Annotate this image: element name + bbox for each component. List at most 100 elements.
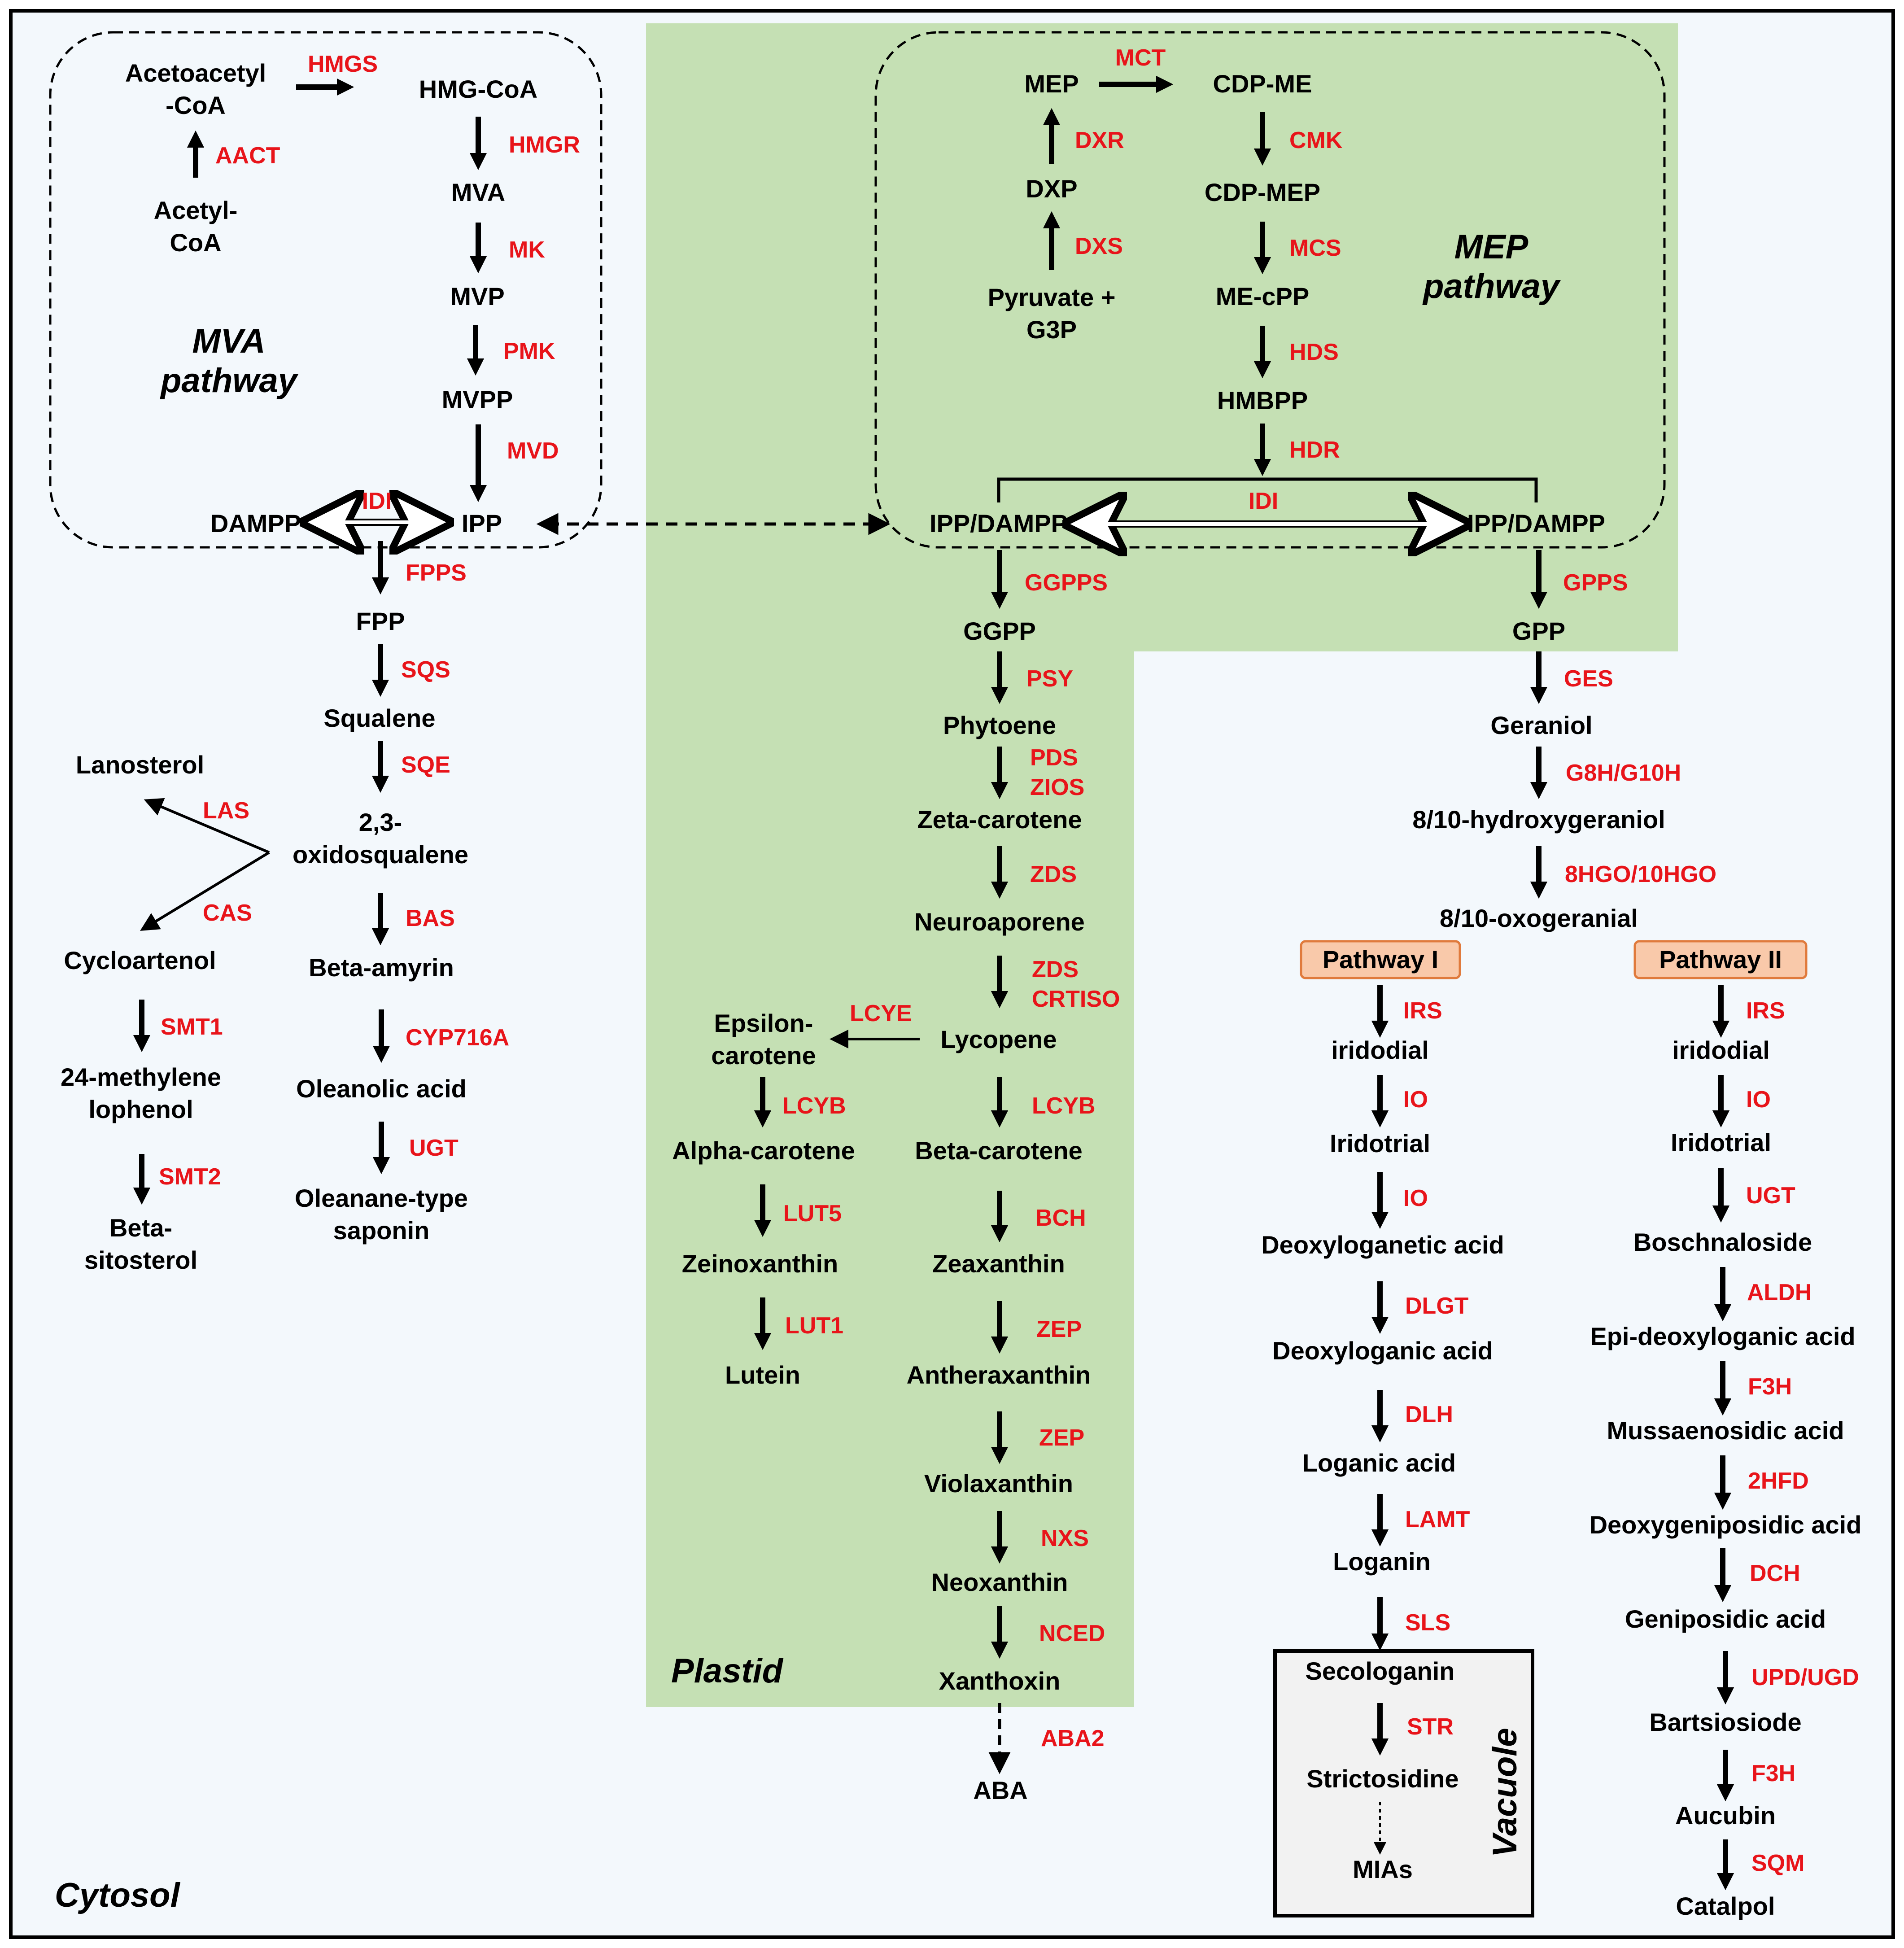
enzyme-crtiso: CRTISO: [1032, 986, 1120, 1012]
vacuole-label: Vacuole: [1486, 1728, 1524, 1857]
metabolite-deoxyloganetic-acid: Deoxyloganetic acid: [1261, 1231, 1504, 1259]
enzyme-io-1: IO: [1403, 1087, 1428, 1113]
metabolite-geniposidic-acid: Geniposidic acid: [1625, 1605, 1826, 1633]
enzyme-sqs: SQS: [401, 657, 450, 683]
enzyme-f3h-1: F3H: [1748, 1374, 1792, 1400]
enzyme-sls: SLS: [1405, 1610, 1450, 1636]
enzyme-idi-mep: IDI: [1249, 488, 1278, 514]
enzyme-zds-2: ZDS: [1032, 957, 1079, 983]
metabolite-mussaenosidic-acid: Mussaenosidic acid: [1607, 1416, 1844, 1445]
enzyme-mcs: MCS: [1289, 235, 1341, 261]
enzyme-hmgs: HMGS: [308, 51, 378, 77]
metabolite-pyruvate-g3p-1: Pyruvate +: [988, 283, 1116, 311]
metabolite-xanthoxin: Xanthoxin: [939, 1667, 1061, 1695]
enzyme-aba2: ABA2: [1041, 1725, 1105, 1751]
enzyme-zios: ZIOS: [1030, 774, 1084, 800]
metabolite-oxidosqualene-1: 2,3-: [359, 808, 402, 836]
metabolite-ggpp: GGPP: [963, 617, 1036, 645]
metabolite-ipp: IPP: [462, 509, 502, 537]
enzyme-lcyb-2: LCYB: [1032, 1093, 1096, 1119]
enzyme-mct: MCT: [1115, 45, 1166, 71]
enzyme-dxs: DXS: [1075, 233, 1123, 259]
enzyme-lamt: LAMT: [1405, 1507, 1470, 1533]
metabolite-pyruvate-g3p-2: G3P: [1026, 315, 1077, 344]
metabolite-acetoacetyl-coa-1: Acetoacetyl: [125, 59, 266, 87]
metabolite-oxidosqualene-2: oxidosqualene: [293, 840, 468, 869]
metabolite-ipp-dampp-left: IPP/DAMPP: [930, 509, 1068, 537]
enzyme-pds: PDS: [1030, 745, 1078, 771]
enzyme-io-3: IO: [1746, 1087, 1771, 1113]
enzyme-dlgt: DLGT: [1405, 1293, 1469, 1319]
enzyme-bch: BCH: [1035, 1205, 1086, 1231]
metabolite-boschnaloside: Boschnaloside: [1633, 1228, 1812, 1256]
enzyme-ugt-2: UGT: [1746, 1183, 1795, 1209]
metabolite-lutein: Lutein: [725, 1361, 800, 1389]
enzymes: HMGS AACT HMGR MK PMK MVD IDI FPPS SQS S…: [159, 45, 1859, 1876]
enzyme-fpps: FPPS: [406, 560, 467, 586]
metabolite-beta-sitosterol-1: Beta-: [109, 1214, 172, 1242]
enzyme-8hgo: 8HGO/10HGO: [1565, 861, 1716, 887]
metabolite-iridotrial-1: Iridotrial: [1330, 1129, 1430, 1157]
enzyme-sqe: SQE: [401, 752, 450, 778]
metabolite-acetyl-coa-2: CoA: [170, 228, 221, 257]
metabolite-squalene: Squalene: [324, 704, 436, 732]
metabolite-hmbpp: HMBPP: [1217, 386, 1308, 415]
metabolite-iridodial-2: iridodial: [1672, 1036, 1770, 1064]
metabolite-ipp-dampp-right: IPP/DAMPP: [1467, 509, 1605, 537]
metabolite-mvp: MVP: [450, 282, 504, 310]
metabolite-dxp: DXP: [1026, 175, 1077, 203]
enzyme-aldh: ALDH: [1747, 1280, 1812, 1306]
metabolite-gpp: GPP: [1512, 617, 1565, 645]
metabolite-violaxanthin: Violaxanthin: [924, 1469, 1073, 1498]
enzyme-dxr: DXR: [1075, 127, 1124, 153]
metabolite-hydroxygeraniol: 8/10-hydroxygeraniol: [1412, 805, 1665, 834]
metabolite-strictosidine: Strictosidine: [1306, 1765, 1459, 1793]
metabolite-epi-deoxyloganic-acid: Epi-deoxyloganic acid: [1590, 1322, 1855, 1350]
enzyme-irs-1: IRS: [1403, 998, 1442, 1024]
metabolite-neoxanthin: Neoxanthin: [931, 1568, 1068, 1596]
metabolite-beta-amyrin: Beta-amyrin: [309, 953, 454, 982]
metabolite-loganin: Loganin: [1333, 1547, 1431, 1576]
metabolite-deoxygeniposidic-acid: Deoxygeniposidic acid: [1590, 1511, 1862, 1539]
enzyme-idi-mva: IDI: [362, 488, 392, 514]
enzyme-gpps: GPPS: [1563, 570, 1628, 596]
mep-pathway-label-1: MEP: [1454, 228, 1528, 266]
enzyme-hmgr: HMGR: [509, 132, 580, 158]
metabolite-oleanolic-acid: Oleanolic acid: [296, 1074, 467, 1103]
enzyme-upd: UPD/UGD: [1751, 1664, 1859, 1690]
metabolite-beta-carotene: Beta-carotene: [915, 1136, 1082, 1165]
pathway-1-label: Pathway I: [1323, 945, 1438, 974]
metabolite-epsilon-carotene-1: Epsilon-: [714, 1009, 813, 1037]
hdr-split-bracket: [997, 477, 1538, 502]
metabolite-antheraxanthin: Antheraxanthin: [907, 1361, 1091, 1389]
metabolite-geraniol: Geraniol: [1490, 711, 1592, 739]
pathway-2-box: [1633, 940, 1808, 979]
enzyme-smt2: SMT2: [159, 1164, 221, 1190]
pathway-1-box: [1300, 940, 1461, 979]
enzyme-f3h-2: F3H: [1751, 1760, 1795, 1786]
metabolite-aba: ABA: [973, 1776, 1027, 1804]
enzyme-cas: CAS: [203, 900, 252, 926]
metabolite-loganic-acid: Loganic acid: [1302, 1449, 1456, 1477]
enzyme-zep-2: ZEP: [1039, 1425, 1084, 1451]
metabolite-lycopene: Lycopene: [940, 1025, 1057, 1053]
metabolite-zeinoxanthin: Zeinoxanthin: [682, 1249, 838, 1278]
metabolite-deoxyloganic-acid: Deoxyloganic acid: [1272, 1337, 1493, 1365]
enzyme-2hfd: 2HFD: [1748, 1468, 1809, 1494]
enzyme-io-2: IO: [1403, 1185, 1428, 1211]
metabolite-alpha-carotene: Alpha-carotene: [672, 1136, 855, 1165]
metabolite-secologanin: Secologanin: [1306, 1657, 1455, 1685]
mep-pathway-box: [874, 31, 1666, 549]
enzyme-sqm: SQM: [1751, 1850, 1804, 1876]
enzyme-g8h: G8H/G10H: [1566, 760, 1681, 786]
metabolite-acetyl-coa-1: Acetyl-: [154, 196, 238, 224]
metabolite-oleanane-saponin-2: saponin: [333, 1216, 430, 1245]
plastid-label: Plastid: [671, 1652, 784, 1690]
metabolite-me-cpp: ME-cPP: [1216, 282, 1310, 310]
mva-pathway-label-2: pathway: [160, 362, 299, 400]
metabolite-neuroaporene: Neuroaporene: [914, 908, 1085, 936]
metabolite-mias: MIAs: [1353, 1855, 1413, 1883]
metabolite-cdp-me: CDP-ME: [1213, 70, 1312, 98]
metabolite-acetoacetyl-coa-2: -CoA: [166, 91, 226, 119]
enzyme-hdr: HDR: [1289, 437, 1340, 463]
